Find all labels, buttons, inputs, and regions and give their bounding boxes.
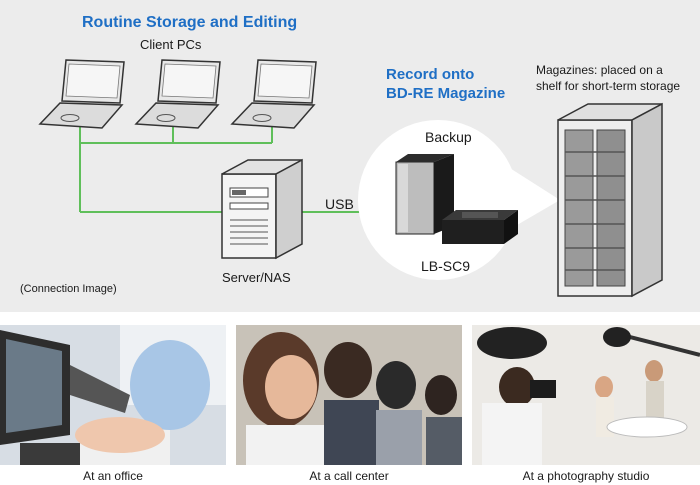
server-nas-label: Server/NAS — [222, 270, 291, 285]
device-label: LB-SC9 — [421, 258, 471, 274]
server-icon — [221, 158, 303, 260]
client-pcs-label: Client PCs — [140, 37, 202, 52]
magazine-tray-icon — [442, 210, 518, 244]
usb-label: USB — [325, 196, 354, 212]
photography-studio-caption: At a photography studio — [522, 469, 650, 483]
connection-diagram: Routine Storage and Editing Client PCs R… — [0, 0, 700, 312]
backup-label: Backup — [425, 129, 472, 145]
office-caption: At an office — [83, 469, 143, 483]
call-center-caption: At a call center — [309, 469, 389, 483]
magazine-note-line2: shelf for short-term storage — [536, 79, 681, 93]
lb-sc9-tower-icon — [395, 154, 454, 235]
laptop-icon — [230, 59, 317, 129]
laptop-icon — [38, 59, 125, 129]
laptop-icon — [134, 59, 221, 129]
network-lines — [79, 125, 368, 213]
office-photo — [0, 325, 226, 465]
record-title-line1: Record onto — [386, 66, 475, 83]
magazine-note-line1: Magazines: placed on a — [536, 63, 663, 77]
record-title-line2: BD-RE Magazine — [386, 85, 506, 102]
diagram-graphics — [38, 59, 663, 298]
diagram-title: Routine Storage and Editing — [82, 14, 298, 31]
call-center-photo — [236, 325, 462, 465]
connection-image-note: (Connection Image) — [20, 283, 117, 295]
photography-studio-photo — [472, 325, 700, 465]
storage-cabinet-icon — [557, 102, 663, 298]
